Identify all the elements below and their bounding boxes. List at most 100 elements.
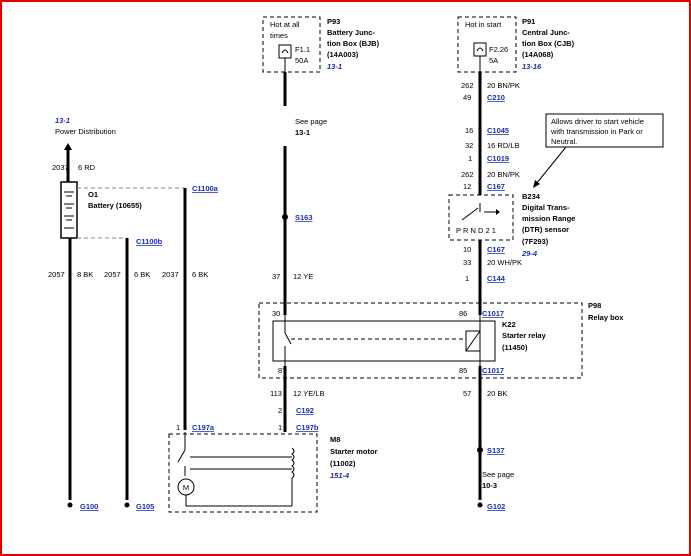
wire-113-num: 113 <box>270 389 282 398</box>
dtr-sensor: P R N D 2 1 B234 Digital Trans- mission … <box>448 192 575 258</box>
connector-c1017-bottom[interactable]: C1017 <box>482 366 504 375</box>
ground-icon <box>477 502 483 508</box>
bjb-amps: 50A <box>295 56 308 65</box>
bjb-fuse: F1.1 <box>295 45 310 54</box>
lower-pin2: 2 <box>278 406 282 415</box>
power-dist-label: Power Distribution <box>55 127 116 136</box>
ground-icon <box>67 502 73 508</box>
motor-part: (11002) <box>330 459 356 468</box>
dtr-name2: mission Range <box>522 214 575 223</box>
cjb-name1: Central Junc- <box>522 28 570 37</box>
relay-pin30: 30 <box>272 309 280 318</box>
relay-pin85: 85 <box>459 366 467 375</box>
cjb-wire-c: 20 BN/PK <box>487 170 520 179</box>
bjb-times: times <box>270 31 288 40</box>
relay-box-outline <box>258 302 583 379</box>
cjb-fuse: F2.26 <box>489 45 508 54</box>
lower-see-page: See page <box>482 470 514 479</box>
note-line1: Allows driver to start vehicle <box>551 117 644 126</box>
connector-c144[interactable]: C144 <box>487 274 506 283</box>
fuse-icon <box>473 42 487 57</box>
connector-c192[interactable]: C192 <box>296 406 314 415</box>
cjb-wire-d: 20 WH/PK <box>487 258 522 267</box>
bjb-id: P93 <box>327 17 340 26</box>
battery-icon <box>60 181 78 239</box>
bjb-section: Hot at all times F1.1 50A P93 Battery Ju… <box>262 16 380 315</box>
cjb-pin32: 32 <box>465 141 473 150</box>
wire2-num: 2057 <box>104 270 121 279</box>
connector-c1019[interactable]: C1019 <box>487 154 509 163</box>
cjb-page[interactable]: 13-16 <box>522 62 542 71</box>
splice-icon <box>282 214 288 220</box>
wire3-label: 6 BK <box>192 270 208 279</box>
dtr-gear-letters: P R N D 2 1 <box>456 226 496 235</box>
bjb-name2: tion Box (BJB) <box>327 39 380 48</box>
cjb-wire-a: 20 BN/PK <box>487 81 520 90</box>
wire1-num: 2057 <box>48 270 65 279</box>
connector-c1017-top[interactable]: C1017 <box>482 309 504 318</box>
motor-page[interactable]: 151-4 <box>330 471 350 480</box>
lower-see-ref[interactable]: 10-3 <box>482 481 497 490</box>
wire-37-label: 12 YE <box>293 272 313 281</box>
wire-2037-num: 2037 <box>52 163 69 172</box>
arrow-icon <box>533 180 540 188</box>
note-callout: Allows driver to start vehicle with tran… <box>533 113 664 188</box>
relay-box-name: Relay box <box>588 313 624 322</box>
connector-c1100b[interactable]: C1100b <box>136 237 163 246</box>
splice-s137[interactable]: S137 <box>487 446 505 455</box>
splice-icon <box>477 447 483 453</box>
lower-pin1c: 1 <box>176 423 180 432</box>
note-line3: Neutral. <box>551 137 577 146</box>
starter-motor: M8 Starter motor (11002) 151-4 M <box>168 432 378 513</box>
cjb-part: (14A068) <box>522 50 554 59</box>
cjb-pin16: 16 <box>465 126 473 135</box>
relay-part: (11450) <box>502 343 528 352</box>
cjb-pin1a: 1 <box>468 154 472 163</box>
motor-symbol: M <box>183 483 189 492</box>
power-dist-ref[interactable]: 13-1 <box>55 116 70 125</box>
wire-113-label: 12 YE/LB <box>293 389 325 398</box>
relay-id: K22 <box>502 320 516 329</box>
ground-g100[interactable]: G100 <box>80 502 98 511</box>
cjb-wire-b: 16 RD/LB <box>487 141 520 150</box>
dtr-name1: Digital Trans- <box>522 203 570 212</box>
ground-g102[interactable]: G102 <box>487 502 505 511</box>
cjb-id: P91 <box>522 17 535 26</box>
battery-section: 13-1 Power Distribution 2037 6 RD O1 Bat… <box>48 116 219 511</box>
cjb-amps: 5A <box>489 56 498 65</box>
connector-c210[interactable]: C210 <box>487 93 505 102</box>
wire-37-num: 37 <box>272 272 280 281</box>
dtr-id: B234 <box>522 192 541 201</box>
ground-g105[interactable]: G105 <box>136 502 154 511</box>
connector-c1045[interactable]: C1045 <box>487 126 509 135</box>
cjb-pin12: 12 <box>463 182 471 191</box>
relay-box-id: P98 <box>588 301 601 310</box>
lower-pin1d: 1 <box>278 423 282 432</box>
wire-6rd-label: 6 RD <box>78 163 96 172</box>
connector-c197b[interactable]: C197b <box>296 423 319 432</box>
connector-c167-top[interactable]: C167 <box>487 182 505 191</box>
bjb-page[interactable]: 13-1 <box>327 62 342 71</box>
cjb-pin262a: 262 <box>461 81 474 90</box>
cjb-pin49: 49 <box>463 93 471 102</box>
connector-c167-bottom[interactable]: C167 <box>487 245 505 254</box>
bjb-part: (14A003) <box>327 50 359 59</box>
connector-c197a[interactable]: C197a <box>192 423 215 432</box>
cjb-hot-in-start: Hot in start <box>465 20 502 29</box>
note-line2: with transmission in Park or <box>550 127 643 136</box>
bjb-name1: Battery Junc- <box>327 28 375 37</box>
dtr-box <box>448 194 514 241</box>
cjb-pin1b: 1 <box>465 274 469 283</box>
splice-s163[interactable]: S163 <box>295 213 313 222</box>
relay-name: Starter relay <box>502 331 547 340</box>
connector-c1100a[interactable]: C1100a <box>192 184 219 193</box>
battery-name: Battery (10655) <box>88 201 142 210</box>
cjb-section: Hot in start F2.26 5A P91 Central Junc- … <box>457 16 575 315</box>
dtr-page[interactable]: 29-4 <box>521 249 538 258</box>
lower-wiring: 113 12 YE/LB 2 C192 1 C197a 1 C197b 57 2… <box>176 366 514 511</box>
fuse-icon <box>278 44 292 59</box>
wire-57-label: 20 BK <box>487 389 507 398</box>
bjb-see-ref[interactable]: 13-1 <box>295 128 310 137</box>
